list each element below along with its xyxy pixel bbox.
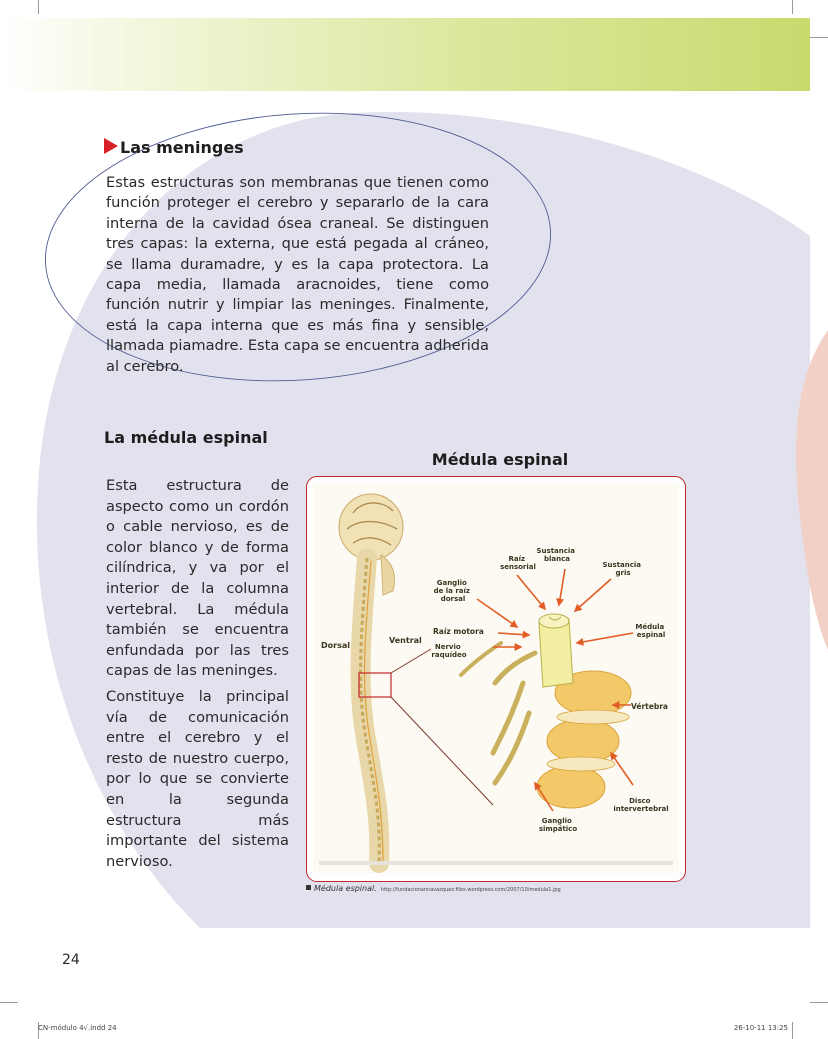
crop-mark: [792, 0, 793, 14]
label-vertebra: Vértebra: [631, 702, 668, 711]
section-heading-meninges: Las meninges: [104, 138, 244, 157]
human-silhouette: [338, 493, 494, 873]
label-raiz-motora: Raíz motora: [433, 627, 484, 636]
label-nervio-raquideo: Nervio raquídeo: [431, 643, 466, 659]
figure-frame: Dorsal Ventral Raíz sensorial Sustancia …: [306, 476, 686, 882]
caption-source-url: http://fundacionannavazquez.files.wordpr…: [380, 887, 561, 893]
crop-mark: [0, 1002, 18, 1003]
slug-filename: CN-módulo 4√.indd 24: [38, 1024, 117, 1032]
label-disco-intervertebral: Disco intervertebral: [613, 797, 668, 813]
slug-datetime: 26-10-11 13:25: [733, 1024, 788, 1032]
header-gradient-bar: [0, 18, 810, 91]
crop-mark: [38, 1022, 39, 1039]
figure-image: Dorsal Ventral Raíz sensorial Sustancia …: [313, 483, 679, 873]
meninges-paragraph: Estas estructuras son membranas que tien…: [106, 174, 489, 375]
section-heading-medula: La médula espinal: [104, 428, 268, 447]
figure-title: Médula espinal: [431, 450, 569, 469]
triangle-bullet-icon: [104, 138, 118, 154]
label-ganglio-simpatico: Ganglio simpático: [539, 817, 577, 833]
medula-paragraph-2: Constituye la principal vía de comunicac…: [106, 688, 289, 870]
crop-mark: [810, 37, 828, 38]
label-arrows: [476, 568, 634, 812]
vertebrae-detail: [459, 613, 632, 809]
label-sustancia-gris: Sustancia gris: [603, 561, 644, 577]
page-number: 24: [62, 952, 80, 968]
label-sustancia-blanca: Sustancia blanca: [537, 547, 578, 563]
medula-paragraph-1: Esta estructura de aspecto como un cordó…: [106, 477, 289, 680]
label-dorsal: Dorsal: [321, 641, 350, 650]
crop-mark: [810, 1002, 828, 1003]
label-medula-espinal: Médula espinal: [635, 623, 666, 639]
label-ventral: Ventral: [389, 636, 422, 645]
square-bullet-icon: [306, 885, 311, 890]
crop-mark: [38, 0, 39, 14]
spinal-cord-illustration: Dorsal Ventral Raíz sensorial Sustancia …: [319, 493, 673, 873]
crop-mark: [792, 1022, 793, 1039]
figure-caption: Médula espinal.http://fundacionannavazqu…: [306, 884, 561, 893]
label-raiz-sensorial: Raíz sensorial: [500, 555, 536, 571]
label-ganglio-raiz-dorsal: Ganglio de la raíz dorsal: [434, 579, 473, 603]
